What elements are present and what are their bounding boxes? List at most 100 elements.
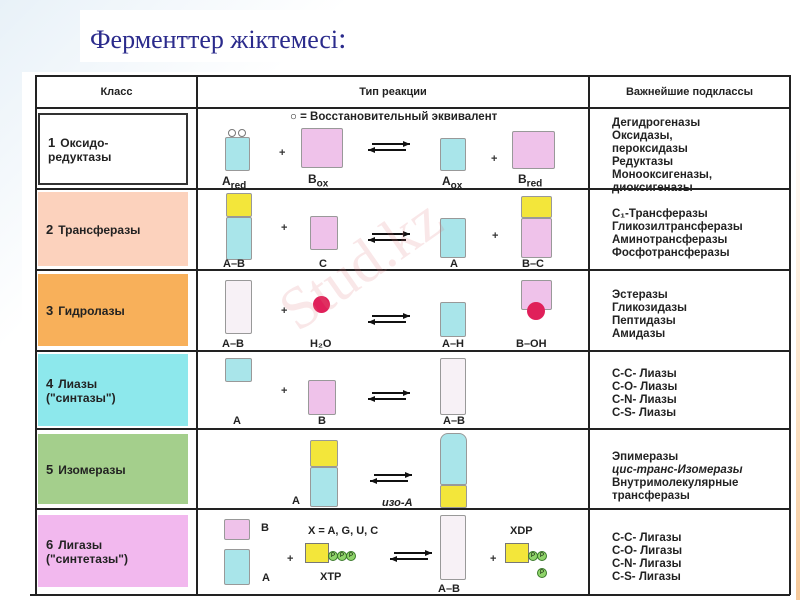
label-iso-a: изо-А bbox=[382, 497, 413, 509]
label-a-red: Ared bbox=[222, 174, 247, 192]
divider bbox=[35, 428, 790, 430]
table-border bbox=[30, 594, 790, 596]
group-yellow bbox=[310, 440, 338, 467]
reducing-equivalent-icon bbox=[238, 129, 246, 137]
phosphate-icon: P bbox=[346, 551, 356, 561]
label-c: C bbox=[319, 258, 327, 270]
label-b-red: Bred bbox=[518, 172, 543, 190]
label-a: A bbox=[233, 415, 241, 427]
slide-title: Ферменттер жіктемесі: bbox=[90, 22, 347, 56]
molecule-a-h bbox=[440, 302, 466, 337]
header-subclasses: Важнейшие подклассы bbox=[625, 86, 754, 98]
table-border bbox=[789, 75, 791, 595]
divider bbox=[35, 350, 790, 352]
label-a-h: A–H bbox=[442, 338, 465, 350]
label-a: A bbox=[292, 495, 300, 507]
title-colon: : bbox=[338, 22, 347, 55]
molecule-a bbox=[224, 549, 250, 585]
molecule-b-red bbox=[512, 131, 555, 169]
label-a-ox: Aox bbox=[442, 174, 463, 192]
title-box bbox=[80, 10, 456, 62]
molecule-b bbox=[308, 380, 336, 415]
molecule-c bbox=[521, 218, 552, 258]
label-xdp: XDP bbox=[510, 525, 533, 537]
molecule-a bbox=[440, 218, 466, 258]
header-class: Класс bbox=[100, 86, 133, 98]
divider bbox=[588, 75, 590, 595]
reducing-equivalent-note: ○ = Восстановительный эквивалент bbox=[290, 111, 498, 123]
equilibrium-arrows-icon bbox=[368, 231, 410, 243]
label-h2o: H₂O bbox=[310, 338, 332, 350]
group-yellow bbox=[440, 485, 467, 508]
divider bbox=[35, 107, 790, 109]
molecule-a-red bbox=[225, 137, 250, 171]
molecule-a-b bbox=[440, 358, 466, 415]
group-b bbox=[226, 193, 252, 217]
label-b-c: B–C bbox=[522, 258, 545, 270]
divider bbox=[35, 508, 790, 510]
equilibrium-arrows-icon bbox=[368, 141, 410, 153]
phosphate-icon: P bbox=[537, 551, 547, 561]
label-b-ox: Box bbox=[308, 172, 329, 190]
table-border bbox=[35, 75, 37, 595]
divider bbox=[35, 269, 790, 271]
reducing-equivalent-icon bbox=[228, 129, 236, 137]
molecule-b bbox=[224, 519, 250, 540]
equilibrium-arrows-icon bbox=[390, 550, 432, 562]
molecule-a bbox=[225, 358, 252, 382]
plus-sign: + bbox=[491, 153, 498, 165]
molecule-c bbox=[310, 216, 338, 250]
divider bbox=[196, 75, 198, 595]
header-reaction-type: Тип реакции bbox=[359, 86, 427, 98]
molecule-a bbox=[226, 217, 252, 260]
molecule-a bbox=[310, 467, 338, 507]
molecule-iso-a bbox=[440, 433, 467, 485]
phosphate-icon: P bbox=[537, 568, 547, 578]
xtp-icon bbox=[305, 543, 329, 563]
xdp-icon bbox=[505, 543, 529, 563]
label-x-nucleotides: X = A, G, U, C bbox=[308, 525, 379, 537]
plus-sign: + bbox=[281, 222, 288, 234]
label-xtp: XTP bbox=[320, 571, 342, 583]
divider bbox=[35, 188, 790, 190]
label-a-b: A–B bbox=[222, 338, 245, 350]
label-b: B bbox=[318, 415, 326, 427]
plus-sign: + bbox=[287, 553, 294, 565]
label-b: B bbox=[261, 522, 269, 534]
molecule-a-ox bbox=[440, 138, 466, 171]
group-b bbox=[521, 196, 552, 218]
label-a-b: A–B bbox=[443, 415, 466, 427]
label-a-b: A–B bbox=[438, 583, 461, 595]
plus-sign: + bbox=[279, 147, 286, 159]
label-a: A bbox=[262, 572, 270, 584]
equilibrium-arrows-icon bbox=[368, 313, 410, 325]
equilibrium-arrows-icon bbox=[368, 390, 410, 402]
plus-sign: + bbox=[490, 553, 497, 565]
molecule-a-b bbox=[440, 515, 466, 580]
table-border bbox=[35, 75, 790, 77]
water-molecule-icon bbox=[313, 296, 330, 313]
plus-sign: + bbox=[281, 385, 288, 397]
plus-sign: + bbox=[281, 305, 288, 317]
plus-sign: + bbox=[492, 230, 499, 242]
molecule-b-ox bbox=[301, 128, 343, 168]
label-b-oh: B–OH bbox=[516, 338, 547, 350]
label-a-b: A–B bbox=[223, 258, 246, 270]
equilibrium-arrows-icon bbox=[370, 472, 412, 484]
molecule-a-b bbox=[225, 280, 252, 334]
title-text: Ферменттер жіктемесі bbox=[90, 25, 339, 54]
hydroxyl-icon bbox=[527, 302, 545, 320]
label-a: A bbox=[450, 258, 458, 270]
